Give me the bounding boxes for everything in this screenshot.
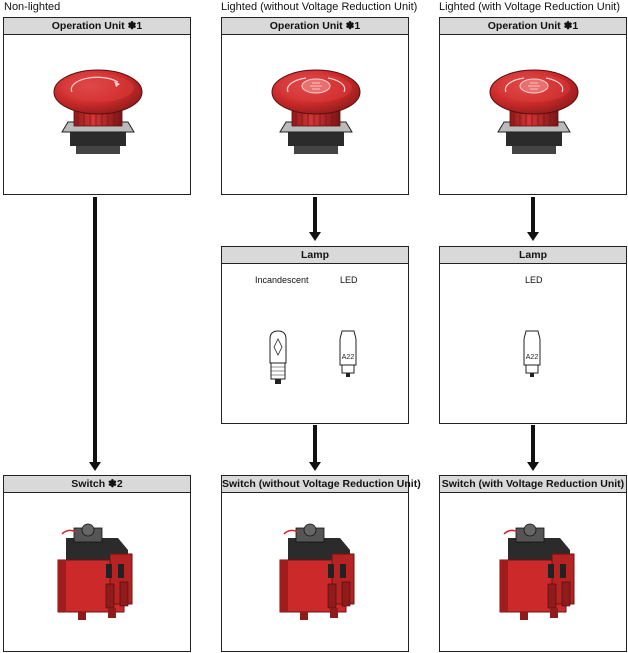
arrow-down-icon [309,197,321,241]
operation-unit-box-lighted-without-vr: Operation Unit ✽1 [221,17,409,195]
operation-unit-header: Operation Unit ✽1 [440,18,626,35]
led-label: LED [340,275,358,285]
switch-header: Switch (without Voltage Reduction Unit) [222,476,421,493]
operation-unit-box-non-lighted: Operation Unit ✽1 [3,17,191,195]
mushroom-button-icon [53,69,143,155]
switch-box-lighted-with-vr: Switch (with Voltage Reduction Unit) [439,475,627,652]
led-marking: A22 [526,354,539,361]
incandescent-label: Incandescent [255,275,309,285]
switch-header: Switch ✽2 [4,476,190,493]
lamp-header: Lamp [222,247,408,264]
switch-box-lighted-without-vr: Switch (without Voltage Reduction Unit) [221,475,421,652]
operation-unit-header: Operation Unit ✽1 [4,18,190,35]
mushroom-button-icon [489,69,579,155]
switch-block-icon [499,523,575,621]
lamp-header: Lamp [440,247,626,264]
led-label: LED [525,275,543,285]
lamp-box-lighted-with-vr: Lamp LED A22 [439,246,627,424]
led-bulb-icon: A22 [339,330,357,377]
switch-header: Switch (with Voltage Reduction Unit) [440,476,626,493]
column-title-non-lighted: Non-lighted [4,1,61,13]
arrow-down-icon [527,197,539,241]
operation-unit-box-lighted-with-vr: Operation Unit ✽1 [439,17,627,195]
arrow-down-icon [309,425,321,471]
column-title-lighted-with-vr: Lighted (with Voltage Reduction Unit) [439,1,620,13]
switch-block-icon [279,523,355,621]
led-bulb-icon: A22 [523,330,541,377]
incandescent-bulb-icon [269,330,287,384]
switch-block-icon [57,523,133,621]
mushroom-button-icon [271,69,361,155]
led-marking: A22 [342,354,355,361]
arrow-down-icon [89,197,101,471]
operation-unit-header: Operation Unit ✽1 [222,18,408,35]
column-title-lighted-without-vr: Lighted (without Voltage Reduction Unit) [221,1,418,13]
arrow-down-icon [527,425,539,471]
lamp-box-lighted-without-vr: Lamp Incandescent LED A22 [221,246,409,424]
switch-box-non-lighted: Switch ✽2 [3,475,191,652]
